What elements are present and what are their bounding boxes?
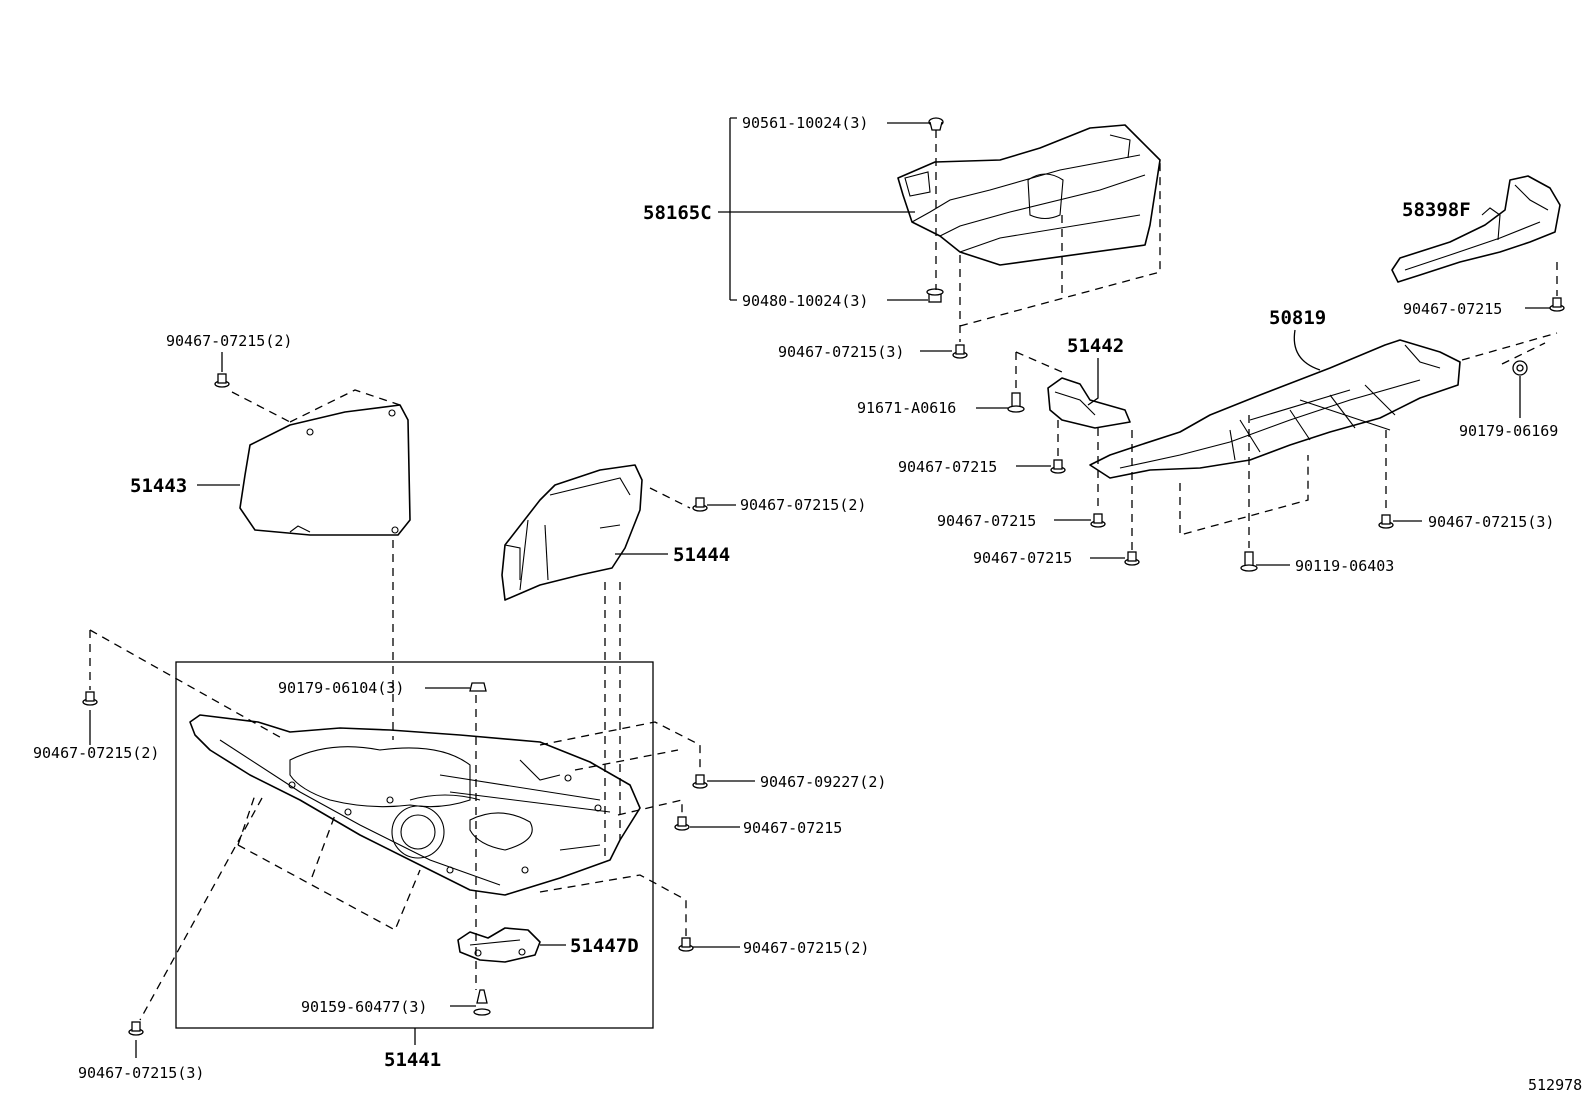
part-58165C-shape <box>897 124 1161 266</box>
part-51447D-shape <box>457 927 541 963</box>
clip-icon <box>128 1021 144 1036</box>
nut-icon <box>469 682 487 692</box>
clip-icon <box>928 117 944 131</box>
bolt-icon <box>1007 392 1025 413</box>
label-90119-06403: 90119-06403 <box>1295 557 1394 575</box>
label-51444: 51444 <box>673 544 730 566</box>
label-90467-07215-2-side: 90467-07215(2) <box>740 496 866 514</box>
clip-icon <box>1090 513 1106 528</box>
clip-icon <box>214 373 230 388</box>
clip-icon <box>674 816 690 831</box>
part-51441-shape <box>189 714 641 896</box>
label-50819: 50819 <box>1269 307 1326 329</box>
clip-icon <box>1378 514 1394 529</box>
clip-icon <box>473 989 491 1016</box>
label-90467-07215-3-tray: 90467-07215(3) <box>778 343 904 361</box>
label-90467-07215-c: 90467-07215 <box>937 512 1036 530</box>
clip-icon <box>82 691 98 706</box>
nut-icon <box>1512 360 1528 376</box>
label-90179-06169: 90179-06169 <box>1459 422 1558 440</box>
part-50819-shape <box>1089 339 1461 479</box>
clip-icon <box>678 937 694 952</box>
label-90467-07215-d: 90467-07215 <box>973 549 1072 567</box>
label-58398F: 58398F <box>1402 199 1471 221</box>
bolt-icon <box>926 288 944 303</box>
label-90467-07215-e: 90467-07215 <box>743 819 842 837</box>
dashed-guides <box>89 130 1558 1021</box>
label-91671-A0616: 91671-A0616 <box>857 399 956 417</box>
clip-icon <box>1549 297 1565 312</box>
clip-icon <box>1124 551 1140 566</box>
label-90480-10024: 90480-10024(3) <box>742 292 868 310</box>
part-58398F-shape <box>1391 175 1561 283</box>
label-90467-07215-2-left: 90467-07215(2) <box>33 744 159 762</box>
leader-lines <box>89 117 1550 1058</box>
clip-icon <box>952 344 968 359</box>
label-51441: 51441 <box>384 1049 441 1071</box>
bolt-icon <box>1240 551 1258 572</box>
figure-id: 512978 <box>1528 1076 1582 1094</box>
label-90467-07215-bracket: 90467-07215 <box>1403 300 1502 318</box>
label-58165C: 58165C <box>643 202 712 224</box>
fasteners <box>82 117 1565 1036</box>
label-90467-07215-b: 90467-07215 <box>898 458 997 476</box>
clip-icon <box>1050 459 1066 474</box>
label-51443: 51443 <box>130 475 187 497</box>
label-90179-06104: 90179-06104(3) <box>278 679 404 697</box>
part-51443-shape <box>239 404 411 536</box>
part-51444-shape <box>501 464 643 601</box>
label-51442: 51442 <box>1067 335 1124 357</box>
label-90467-07215-3-bottom: 90467-07215(3) <box>78 1064 204 1082</box>
clip-icon <box>692 497 708 512</box>
part-labels: 90561-10024(3) 58165C 90480-10024(3) 904… <box>33 114 1582 1094</box>
label-90561-10024: 90561-10024(3) <box>742 114 868 132</box>
label-90467-07215-2-top: 90467-07215(2) <box>166 332 292 350</box>
part-51442-shape <box>1047 377 1131 429</box>
label-90467-07215-2-bottom: 90467-07215(2) <box>743 939 869 957</box>
label-90467-07215-3-panel: 90467-07215(3) <box>1428 513 1554 531</box>
label-51447D: 51447D <box>570 935 639 957</box>
clip-icon <box>692 774 708 789</box>
label-90467-09227: 90467-09227(2) <box>760 773 886 791</box>
label-90159-60477: 90159-60477(3) <box>301 998 427 1016</box>
